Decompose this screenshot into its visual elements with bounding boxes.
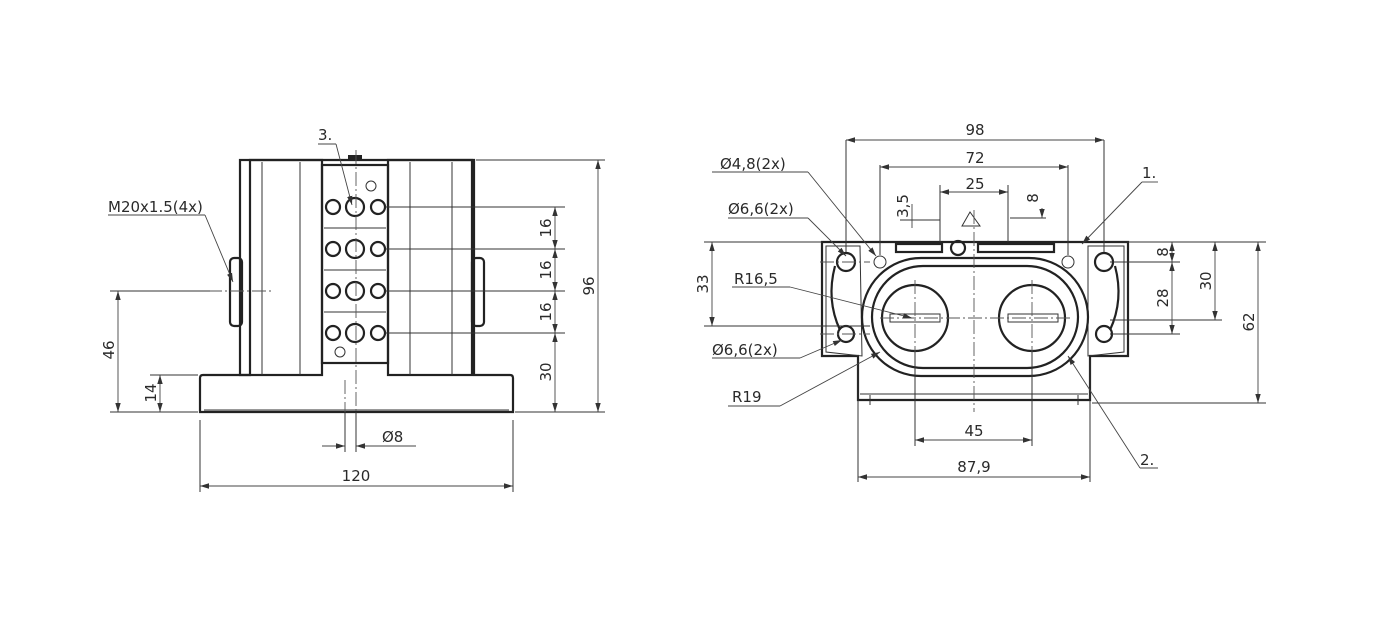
callout-3: 3. xyxy=(318,126,332,144)
side-left-housing xyxy=(238,158,324,377)
top-inner-cavity xyxy=(860,256,1090,378)
side-left-gland xyxy=(228,256,244,328)
dim-3-5: 3,5 xyxy=(894,194,912,218)
dim-8-top: 8 xyxy=(1024,193,1042,203)
thread-label: M20x1.5(4x) xyxy=(108,198,203,216)
top-view: Ø4,8(2x) Ø6,6(2x) R16,5 Ø6,6(2x) R19 1. … xyxy=(694,121,1266,482)
dim-25: 25 xyxy=(965,175,984,193)
dim-30: 30 xyxy=(537,362,555,381)
dim-87-9: 87,9 xyxy=(957,458,990,476)
side-view: M20x1.5(4x) 3. 16 16 16 30 96 46 14 Ø8 1… xyxy=(100,126,605,492)
dim-45: 45 xyxy=(964,422,983,440)
label-hole-6-6-bottom: Ø6,6(2x) xyxy=(712,341,778,359)
label-r19: R19 xyxy=(732,388,762,406)
side-terminal-block xyxy=(320,163,390,365)
dim-16-c: 16 xyxy=(537,302,555,321)
dim-8-right: 8 xyxy=(1154,247,1172,257)
dim-120: 120 xyxy=(342,467,371,485)
hole-6-6-right-bottom xyxy=(1094,324,1114,344)
terminal-rows xyxy=(324,180,387,358)
callout-1: 1. xyxy=(1142,164,1156,182)
side-right-housing xyxy=(386,158,474,377)
dim-96: 96 xyxy=(580,276,598,295)
dim-16-b: 16 xyxy=(537,260,555,279)
dim-98: 98 xyxy=(965,121,984,139)
side-base-flange xyxy=(198,158,515,414)
label-hole-6-6-top: Ø6,6(2x) xyxy=(728,200,794,218)
label-r16-5: R16,5 xyxy=(734,270,778,288)
dim-46: 46 xyxy=(100,340,118,359)
dim-72: 72 xyxy=(965,149,984,167)
dim-33: 33 xyxy=(694,274,712,293)
dim-14: 14 xyxy=(142,383,160,402)
dim-diameter-8: Ø8 xyxy=(382,428,403,446)
dim-30-right: 30 xyxy=(1197,271,1215,290)
callout-2: 2. xyxy=(1140,451,1154,469)
label-hole-4-8: Ø4,8(2x) xyxy=(720,155,786,173)
side-right-gland xyxy=(470,256,486,328)
dim-62: 62 xyxy=(1240,312,1258,331)
dim-28: 28 xyxy=(1154,288,1172,307)
dim-16-a: 16 xyxy=(537,218,555,237)
